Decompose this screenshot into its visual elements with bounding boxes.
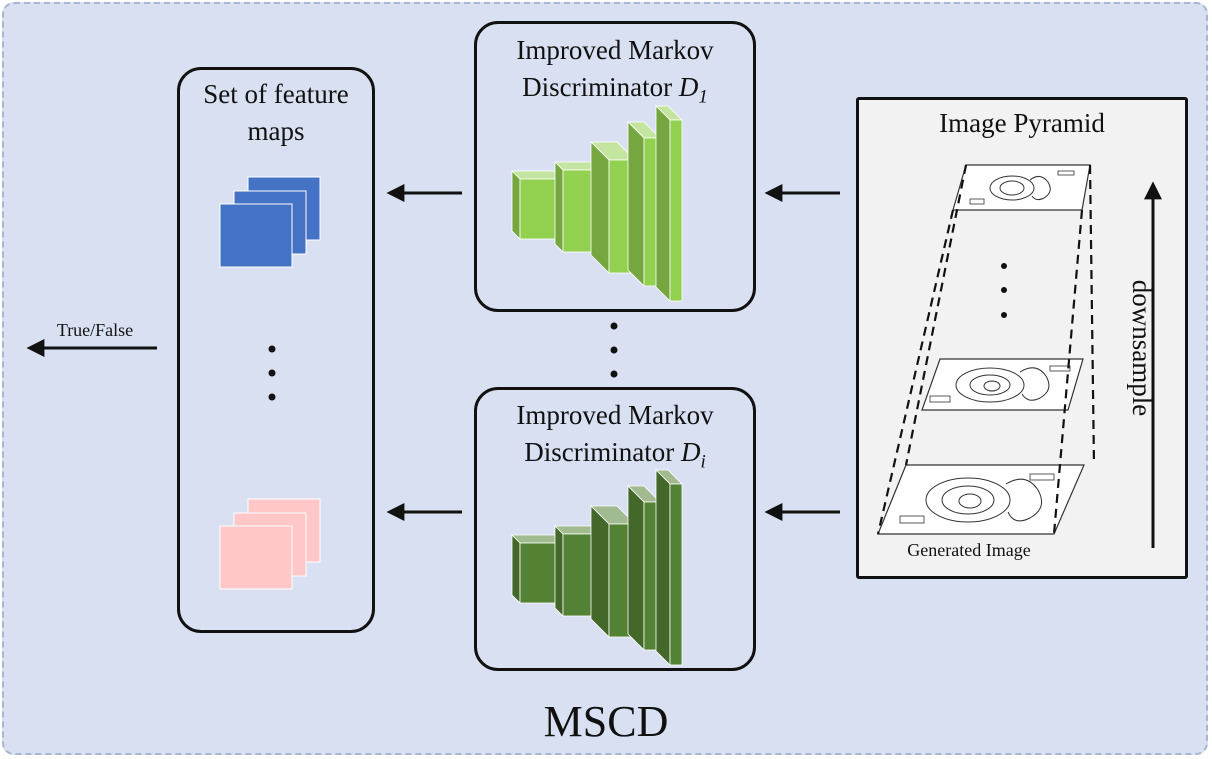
layer-block-side [511,534,521,604]
layer-block-side [511,170,521,240]
discriminator-top-subscript: 1 [698,86,708,108]
pyramid-level-top [952,164,1091,211]
discriminator-bottom-symbol: D [680,437,701,467]
layer-block-side [590,141,610,274]
generated-image-label: Generated Image [907,540,1031,560]
layer-block-side [554,525,564,617]
layer-block-side [554,161,564,253]
mscd-title: MSCD [543,697,669,746]
discriminator-top-layers [511,105,683,302]
pyramid-dashed-lines [876,164,1096,535]
feature-maps-ellipsis [268,345,276,401]
layer-block-side [590,505,610,638]
layer-block-front [669,483,683,666]
pyramid-dots [1001,263,1007,318]
feature-map-stack-pink [219,498,321,590]
layer-block-side [655,105,671,302]
layer-block-front [669,119,683,302]
image-pyramid-title: Image Pyramid [939,108,1105,138]
layer-block-side [627,485,645,651]
feature-map-stack-blue [219,176,321,268]
discriminator-top-title-line1: Improved Markov [516,35,714,65]
feature-maps-box [177,67,375,633]
discriminator-bottom-title-line1: Improved Markov [516,400,714,430]
discriminator-bottom-title-line2: Discriminator Di [524,437,706,473]
discriminator-bottom-box [474,387,756,671]
layer-block-side [627,121,645,287]
discriminator-top-box [474,21,756,312]
true-false-label: True/False [56,320,134,340]
discriminator-top-symbol: D [678,72,699,102]
layer-block-side [655,469,671,666]
feature-maps-title-line1: Set of feature [203,79,349,109]
discriminator-bottom-subscript: i [700,451,706,473]
discriminator-bottom-layers [511,469,683,666]
discriminator-top-title-line2: Discriminator D1 [522,72,708,108]
feature-maps-title-line2: maps [247,116,305,146]
pyramid-level-middle [921,358,1084,411]
pyramid-level-bottom [877,464,1085,535]
discriminator-ellipsis [610,322,618,378]
